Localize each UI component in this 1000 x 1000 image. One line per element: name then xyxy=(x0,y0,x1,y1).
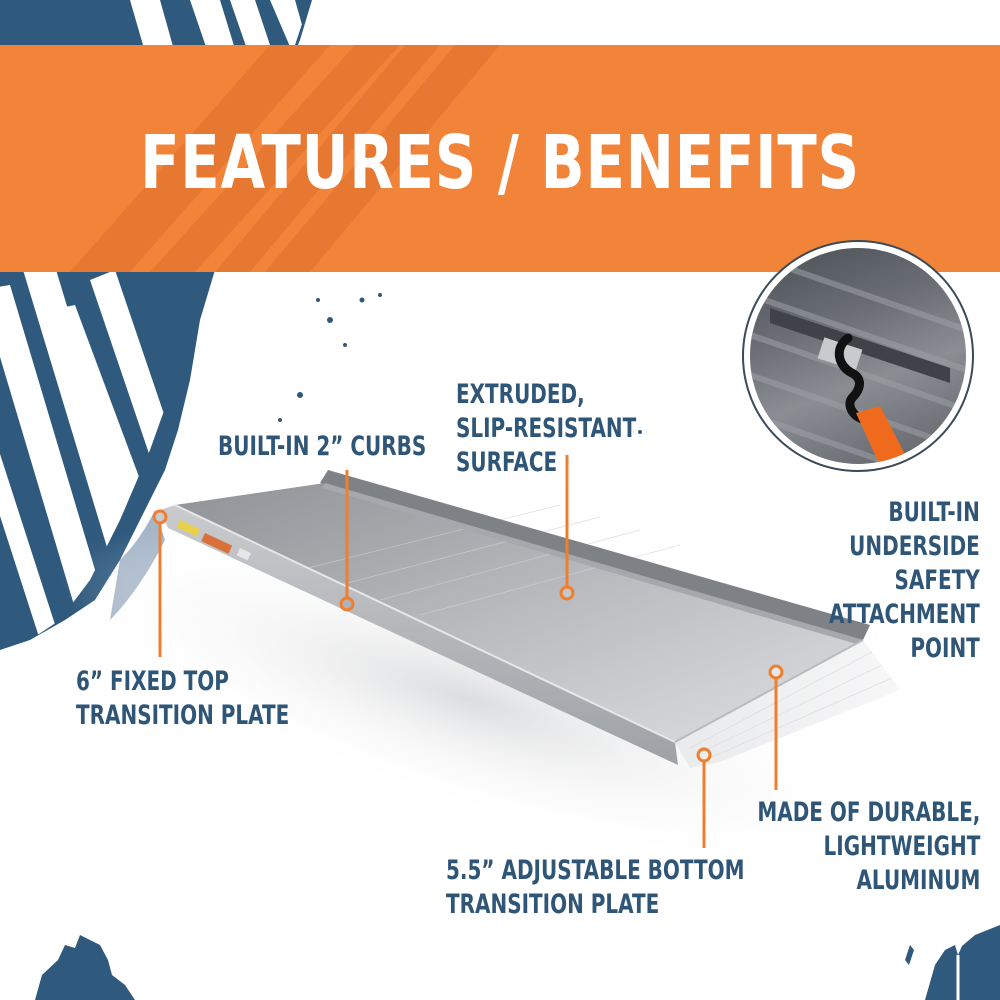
callout-attachment: BUILT-IN UNDERSIDE SAFETY ATTACHMENT POI… xyxy=(829,496,980,666)
callout-attachment-line-1: BUILT-IN xyxy=(888,497,980,528)
callout-top-plate: 6” FIXED TOP TRANSITION PLATE xyxy=(76,665,289,733)
callout-bottom-plate-line-2: TRANSITION PLATE xyxy=(446,889,660,920)
callout-surface-line-2: SLIP-RESISTANT xyxy=(456,413,637,444)
callout-surface-line-1: EXTRUDED, xyxy=(456,379,585,410)
callout-curbs: BUILT-IN 2” CURBS xyxy=(218,430,426,464)
attachment-point-inset xyxy=(742,240,974,472)
callout-surface: EXTRUDED, SLIP-RESISTANT SURFACE xyxy=(456,378,636,480)
hook-strap-icon xyxy=(750,251,966,464)
callout-curbs-line-1: BUILT-IN 2” CURBS xyxy=(218,431,427,462)
callout-surface-line-3: SURFACE xyxy=(456,447,558,478)
callout-attachment-line-2: UNDERSIDE xyxy=(849,531,980,562)
page-title: FEATURES / BENEFITS xyxy=(140,119,860,206)
callout-aluminum: MADE OF DURABLE, LIGHTWEIGHT ALUMINUM xyxy=(757,796,980,898)
callout-bottom-plate: 5.5” ADJUSTABLE BOTTOM TRANSITION PLATE xyxy=(446,854,744,922)
callout-top-plate-line-1: 6” FIXED TOP xyxy=(76,666,229,697)
inset-photo xyxy=(750,248,966,464)
callout-aluminum-line-3: ALUMINUM xyxy=(856,865,980,896)
callout-attachment-line-4: ATTACHMENT xyxy=(829,599,980,630)
callout-aluminum-line-1: MADE OF DURABLE, xyxy=(757,797,980,828)
callout-aluminum-line-2: LIGHTWEIGHT xyxy=(823,831,980,862)
callout-attachment-line-5: POINT xyxy=(910,633,980,664)
callout-bottom-plate-line-1: 5.5” ADJUSTABLE BOTTOM xyxy=(446,855,745,886)
callout-top-plate-line-2: TRANSITION PLATE xyxy=(76,700,290,731)
callout-attachment-line-3: SAFETY xyxy=(894,565,980,596)
